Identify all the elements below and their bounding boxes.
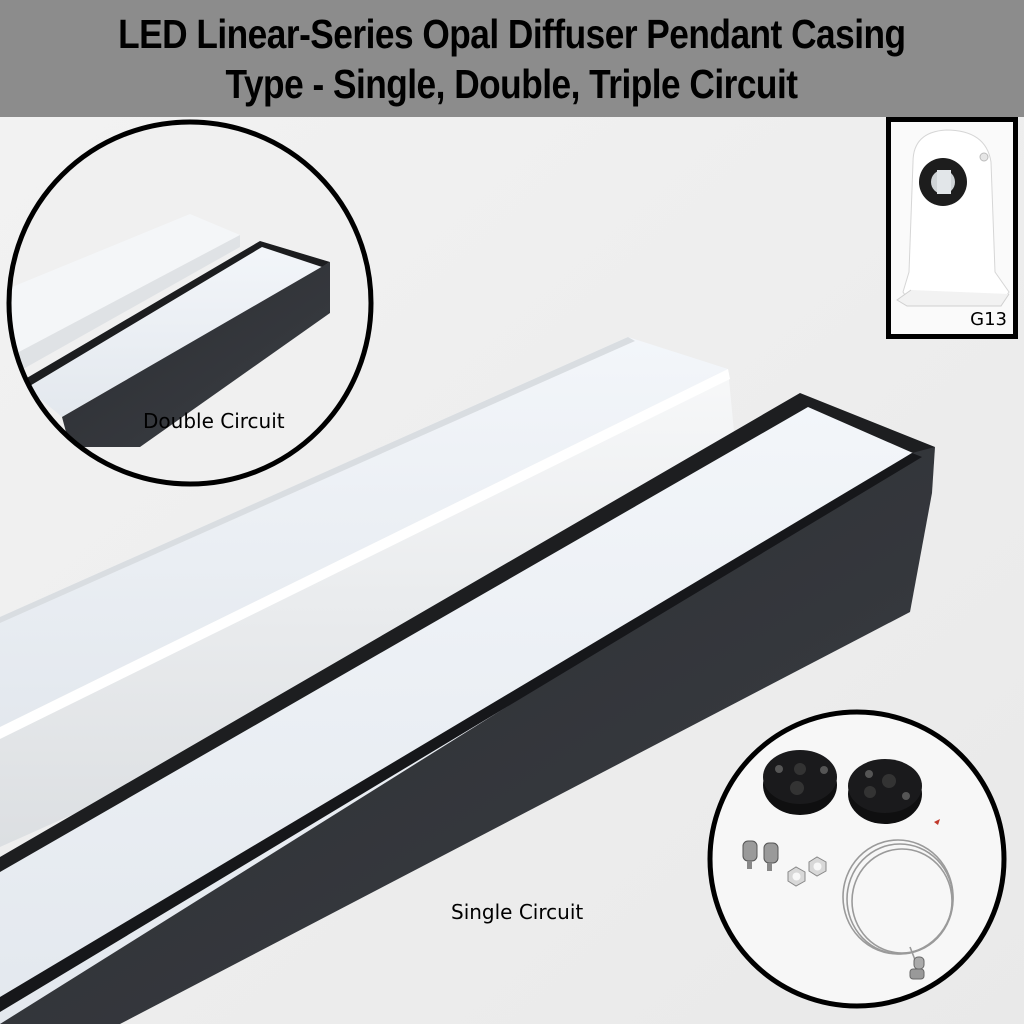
- cable-grippers: [742, 840, 779, 871]
- product-photo: G13 Double Circuit Single Circuit: [0, 117, 1024, 1024]
- suspension-wire: [842, 839, 954, 976]
- product-scene: [0, 117, 1024, 1024]
- black-casing: [0, 393, 935, 1024]
- double-circuit-inset: [6, 119, 374, 487]
- mounting-kit-inset: [707, 709, 1007, 1009]
- white-casing: [0, 337, 742, 847]
- g13-label: G13: [970, 309, 1007, 330]
- double-circuit-label: Double Circuit: [143, 409, 285, 433]
- single-circuit-label: Single Circuit: [451, 900, 584, 924]
- ceiling-canopy-2: [848, 759, 922, 824]
- g13-socket-inset: G13: [886, 117, 1018, 339]
- ceiling-canopy-1: [763, 750, 837, 815]
- g13-socket-image: [896, 129, 1010, 307]
- title-banner: LED Linear-Series Opal Diffuser Pendant …: [0, 0, 1024, 117]
- wire-gripper: [909, 956, 925, 980]
- title-line-2: Type - Single, Double, Triple Circuit: [226, 60, 798, 107]
- title-line-1: LED Linear-Series Opal Diffuser Pendant …: [118, 10, 906, 57]
- hex-nuts: [787, 856, 827, 887]
